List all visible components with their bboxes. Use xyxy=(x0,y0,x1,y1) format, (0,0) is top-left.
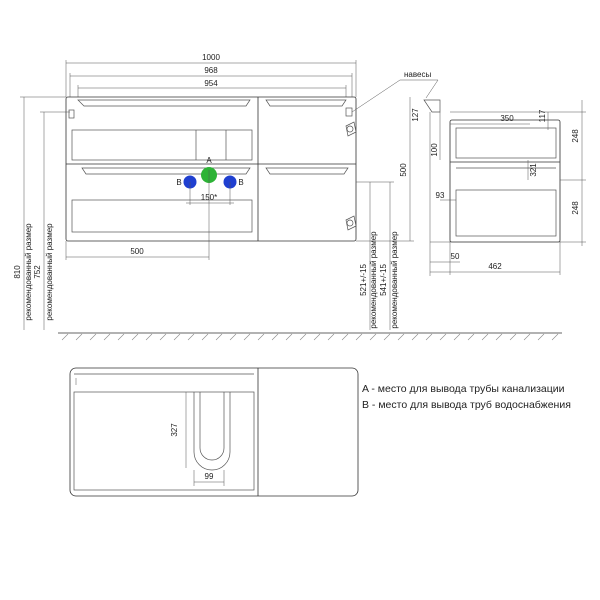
dim-500-bottom: 500 xyxy=(130,247,144,256)
recommended-label-1: рекомендованный размер xyxy=(24,223,33,321)
dim-width-top: 954 xyxy=(204,79,218,88)
dim-93: 93 xyxy=(436,191,445,200)
dim-127: 127 xyxy=(411,108,420,122)
dim-width-inner: 968 xyxy=(204,66,218,75)
legend-b: B - место для вывода труб водоснабжения xyxy=(362,399,571,411)
plan-view xyxy=(69,367,359,497)
recommended-label-4: рекомендованный размер xyxy=(390,231,399,329)
dim-50: 50 xyxy=(451,252,460,261)
dim-99: 99 xyxy=(205,472,214,481)
dim-500-right: 500 xyxy=(399,163,408,177)
recommended-label-3: рекомендованный размер xyxy=(369,231,378,329)
dim-752: 752 xyxy=(33,265,42,279)
dim-150: 150* xyxy=(201,193,217,202)
dim-117: 117 xyxy=(538,109,547,122)
legend-a: A - место для вывода трубы канализации xyxy=(362,383,565,395)
awnings-label: навесы xyxy=(404,70,431,79)
recommended-label-2: рекомендованный размер xyxy=(45,223,54,321)
dim-248-top: 248 xyxy=(571,129,580,143)
dim-462: 462 xyxy=(488,262,502,271)
dim-350: 350 xyxy=(500,114,514,123)
dim-width-total: 1000 xyxy=(202,53,220,62)
dim-321: 321 xyxy=(529,163,538,177)
marker-b-left-label: B xyxy=(176,178,181,187)
dim-521: 521+/-15 xyxy=(359,264,368,296)
dim-100: 100 xyxy=(430,143,439,157)
marker-a-label: A xyxy=(206,156,212,165)
dim-810: 810 xyxy=(13,265,22,279)
dim-327: 327 xyxy=(170,423,179,437)
dim-248-bottom: 248 xyxy=(571,201,580,215)
floor-line xyxy=(58,332,562,341)
marker-b-right-label: B xyxy=(238,178,243,187)
dim-541: 541+/-15 xyxy=(379,264,388,296)
side-view xyxy=(423,99,586,276)
front-view xyxy=(20,60,439,330)
